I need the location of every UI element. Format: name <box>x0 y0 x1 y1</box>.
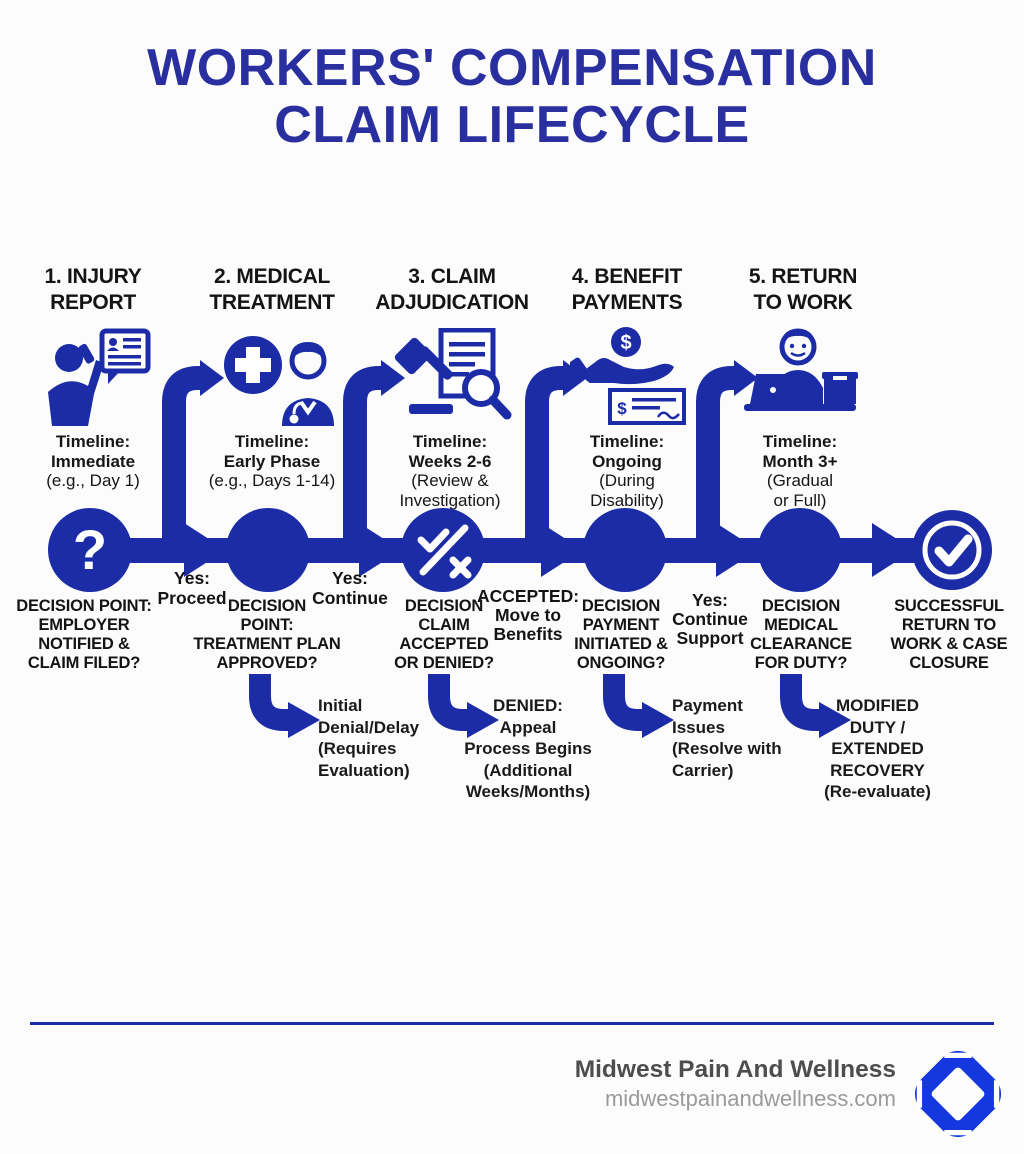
injured-worker-phone-report-icon <box>48 328 151 426</box>
brand-logo <box>914 1050 1002 1138</box>
branch-arrow-4 <box>780 674 851 738</box>
decision-node-4 <box>583 508 667 592</box>
branch-2-label: DENIED: Appeal Process Begins (Additiona… <box>464 696 592 801</box>
decision-node-2 <box>226 508 310 592</box>
flow-label-continue-support: Yes: Continue Support <box>672 590 748 648</box>
up-connector-arrow-3 <box>525 360 587 557</box>
stage-3-decision: DECISION CLAIM ACCEPTED OR DENIED? <box>394 597 494 672</box>
hand-money-check-icon: $ $ <box>570 327 686 425</box>
branch-3-label: Payment Issues (Resolve with Carrier) <box>672 696 782 780</box>
stage-1-decision: DECISION POINT: EMPLOYER NOTIFIED & CLAI… <box>16 597 152 672</box>
stage-4-header: 4. BENEFIT PAYMENTS <box>571 265 683 314</box>
flow-label-accepted: ACCEPTED: Move to Benefits <box>476 586 580 644</box>
stage-3-timeline: Timeline: Weeks 2-6 (Review & Investigat… <box>399 432 501 510</box>
flow-arrowhead-5 <box>872 523 914 577</box>
stage-3-header: 3. CLAIM ADJUDICATION <box>375 265 529 314</box>
stage-5-decision: DECISION MEDICAL CLEARANCE FOR DUTY? <box>750 597 852 672</box>
stage-1-timeline: Timeline: Immediate (e.g., Day 1) <box>46 432 140 490</box>
branch-4-label: MODIFIED DUTY / EXTENDED RECOVERY (Re-ev… <box>824 696 931 801</box>
diamond-pinwheel-logo-icon <box>914 1050 1002 1138</box>
branch-1-label: Initial Denial/Delay (Requires Evaluatio… <box>318 696 420 780</box>
stage-2-decision: DECISION POINT: TREATMENT PLAN APPROVED? <box>193 597 341 672</box>
stage-2-timeline: Timeline: Early Phase (e.g., Days 1-14) <box>208 432 336 490</box>
up-connector-arrow-4 <box>696 360 758 557</box>
success-node <box>912 510 992 590</box>
check-and-cross-icon <box>417 524 472 579</box>
flow-arrowhead-3 <box>541 523 583 577</box>
stage-2-header: 2. MEDICAL TREATMENT <box>209 265 335 314</box>
circled-checkmark-icon <box>922 520 982 580</box>
branch-arrow-3 <box>603 674 674 738</box>
brand-block: Midwest Pain And Wellness midwestpainand… <box>396 1056 896 1112</box>
up-connector-arrow-1 <box>162 360 224 557</box>
decision-node-5 <box>758 508 842 592</box>
flow-label-yes-continue: Yes: Continue <box>312 568 388 608</box>
gavel-document-magnifier-icon <box>394 328 512 420</box>
page-title-line2: CLAIM LIFECYCLE <box>274 96 750 154</box>
decision-node-check-cross <box>401 508 485 592</box>
flow-arrowhead-4 <box>716 523 758 577</box>
up-connector-arrow-2 <box>343 360 405 557</box>
flow-label-yes-proceed: Yes: Proceed <box>157 568 227 608</box>
medical-cross-doctor-icon <box>224 336 334 426</box>
footer-divider <box>30 1022 994 1025</box>
stage-5-timeline: Timeline: Month 3+ (Gradual or Full) <box>762 432 838 510</box>
branch-arrow-2 <box>428 674 499 738</box>
branch-arrow-1 <box>249 674 320 738</box>
flow-arrowhead-2 <box>359 523 401 577</box>
stage-4-timeline: Timeline: Ongoing (During Disability) <box>589 432 665 510</box>
flow-arrowhead-1 <box>184 523 226 577</box>
page-title-line1: WORKERS' COMPENSATION <box>147 39 877 97</box>
stage-5-header: 5. RETURN TO WORK <box>748 265 858 314</box>
brand-website: midwestpainandwellness.com <box>604 1086 896 1111</box>
worker-laptop-desk-icon <box>744 328 858 411</box>
final-outcome-label: SUCCESSFUL RETURN TO WORK & CASE CLOSURE <box>890 597 1008 672</box>
svg-text:$: $ <box>617 399 627 418</box>
stage-1-header: 1. INJURY REPORT <box>44 265 142 314</box>
brand-name: Midwest Pain And Wellness <box>574 1056 896 1083</box>
decision-node-question: ? <box>48 508 132 592</box>
svg-text:$: $ <box>620 332 631 354</box>
page-title: WORKERS' COMPENSATION CLAIM LIFECYCLE <box>0 40 1024 154</box>
stage-4-decision: DECISION PAYMENT INITIATED & ONGOING? <box>574 597 668 672</box>
